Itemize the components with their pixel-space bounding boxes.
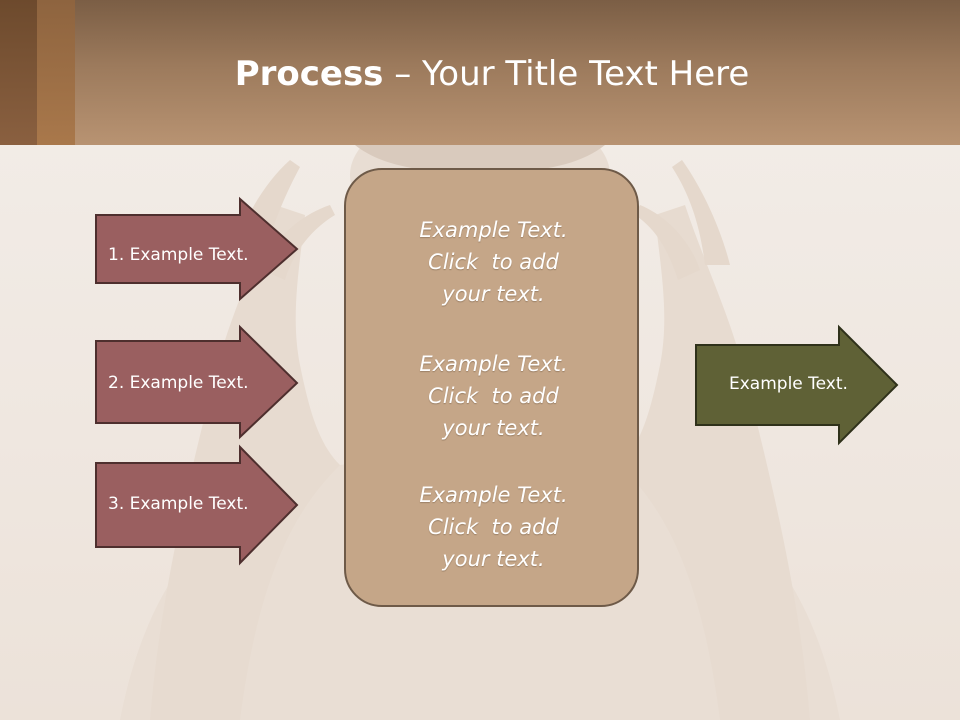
left-arrow-2[interactable]: 2. Example Text. — [95, 324, 300, 440]
right-arrow-shape — [95, 444, 299, 566]
center-text-line: Example Text. — [419, 483, 568, 507]
right-output-arrow[interactable]: Example Text. — [695, 324, 900, 446]
center-text-line: your text. — [442, 547, 545, 571]
slide-title[interactable]: Process – Your Title Text Here — [0, 52, 960, 96]
center-paragraph-1: Example Text. Click to add your text. — [346, 214, 641, 310]
center-text-line: your text. — [442, 282, 545, 306]
header-band — [0, 0, 960, 145]
center-paragraph-2: Example Text. Click to add your text. — [346, 348, 641, 444]
left-arrow-label: 1. Example Text. — [108, 245, 249, 265]
left-arrow-3[interactable]: 3. Example Text. — [95, 444, 300, 566]
left-arrow-label: 3. Example Text. — [108, 494, 249, 514]
slide-title-bold: Process — [234, 54, 384, 94]
header-accent-stripe — [0, 0, 37, 145]
center-text-line: Example Text. — [419, 218, 568, 242]
center-text-line: Click to add — [428, 384, 559, 408]
center-text-line: Example Text. — [419, 352, 568, 376]
header-accent-stripe-light — [37, 0, 75, 145]
right-arrow-label: Example Text. — [729, 374, 848, 394]
center-text-line: your text. — [442, 416, 545, 440]
left-arrow-label: 2. Example Text. — [108, 373, 249, 393]
right-arrow-shape — [695, 324, 899, 446]
right-arrow-shape — [95, 196, 299, 302]
center-content-box[interactable]: Example Text. Click to add your text. Ex… — [344, 168, 639, 607]
center-text-line: Click to add — [428, 250, 559, 274]
center-text-line: Click to add — [428, 515, 559, 539]
right-arrow-shape — [95, 324, 299, 440]
slide-title-rest: – Your Title Text Here — [383, 54, 750, 94]
center-paragraph-3: Example Text. Click to add your text. — [346, 479, 641, 575]
left-arrow-1[interactable]: 1. Example Text. — [95, 196, 300, 302]
